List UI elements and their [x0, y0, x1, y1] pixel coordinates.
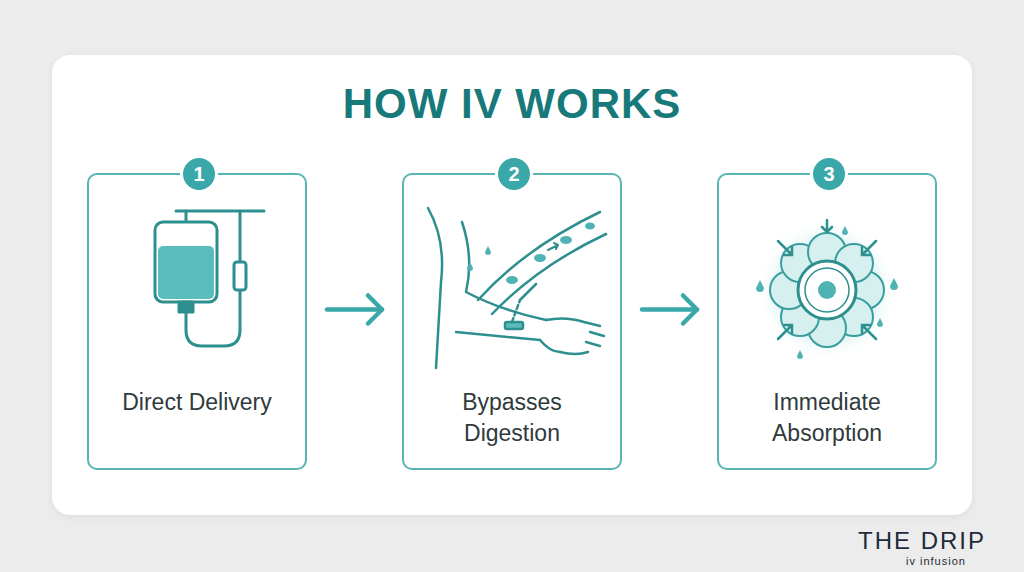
flow-arrow [642, 296, 697, 324]
step-label: Immediate Absorption [752, 387, 902, 449]
cell-absorption-icon [756, 220, 898, 360]
diagram-title: HOW IV WORKS [0, 80, 1024, 128]
step-number-badge: 1 [180, 155, 218, 193]
flow-arrow [327, 296, 382, 324]
step-card: Bypasses Digestion2 [402, 173, 622, 470]
step-label: Bypasses Digestion [437, 387, 587, 449]
step-card: Immediate Absorption3 [717, 173, 937, 470]
step-number: 2 [508, 163, 519, 186]
step-number: 1 [193, 163, 204, 186]
brand-tagline: iv infusion [906, 555, 966, 567]
step-number-badge: 2 [495, 155, 533, 193]
brand-logo: THE DRIP [858, 527, 986, 555]
step-card: Direct Delivery1 [87, 173, 307, 470]
iv-bag-icon [155, 211, 264, 346]
step-label: Direct Delivery [122, 387, 272, 418]
step-number-badge: 3 [810, 155, 848, 193]
step-number: 3 [823, 163, 834, 186]
arm-vein-icon [428, 208, 606, 368]
